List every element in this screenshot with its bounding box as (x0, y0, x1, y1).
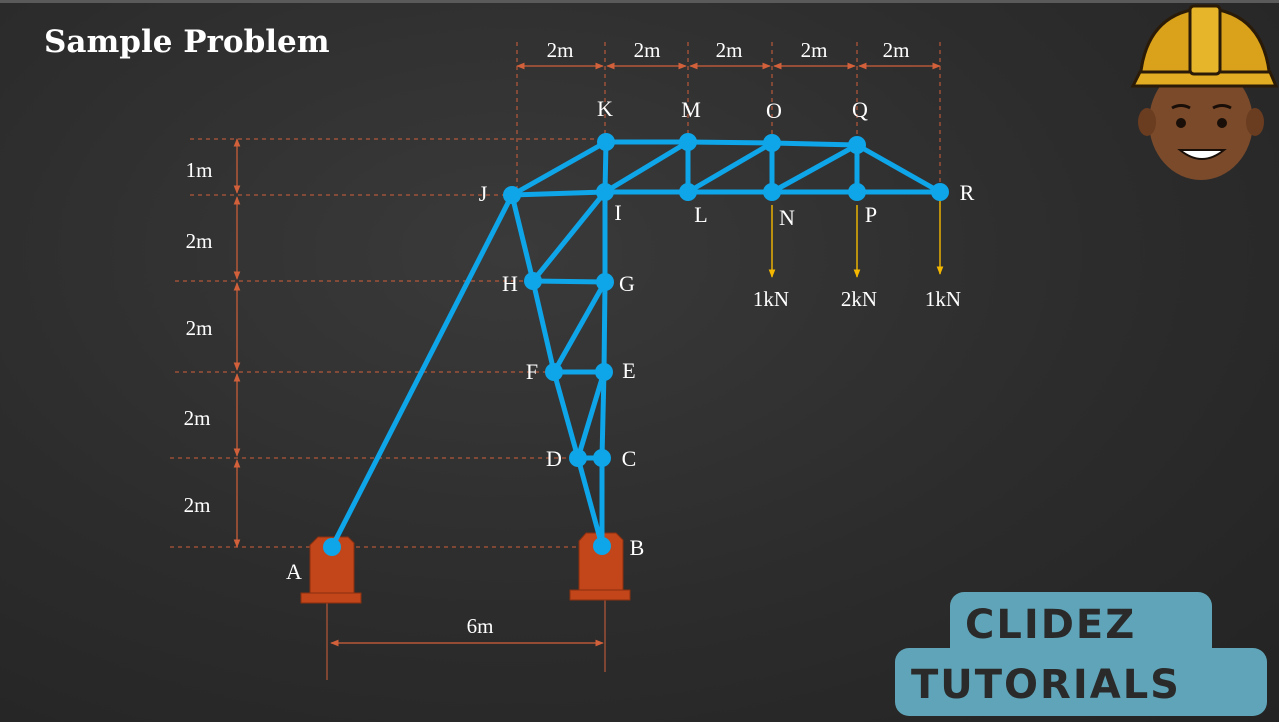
node-label-g: G (619, 271, 635, 296)
node-label-n: N (779, 205, 795, 230)
joint-d (569, 449, 587, 467)
member-jk (509, 139, 609, 198)
dimension-guides (170, 42, 941, 548)
member-fg (551, 279, 608, 375)
node-label-c: C (622, 446, 637, 471)
joint-e (595, 363, 613, 381)
node-label-j: J (479, 181, 488, 206)
member-hi (530, 189, 608, 284)
member-fh (530, 278, 557, 375)
member-bd (575, 455, 605, 549)
node-label-d: D (546, 446, 562, 471)
member-hj (509, 192, 536, 284)
truss-joints (323, 133, 949, 556)
member-mo (685, 139, 775, 146)
node-label-q: Q (852, 97, 868, 122)
worker-avatar-icon (1130, 4, 1279, 180)
member-eg (601, 279, 608, 375)
member-aj (329, 192, 515, 550)
joint-r (931, 183, 949, 201)
node-label-h: H (502, 271, 518, 296)
left-dim-label-3: 2m (186, 316, 213, 340)
top-dim-label-5: 2m (883, 38, 910, 62)
load-label-r: 1kN (925, 287, 961, 311)
node-label-b: B (630, 535, 645, 560)
member-ij (509, 189, 608, 198)
joint-b (593, 537, 611, 555)
joint-k (597, 133, 615, 151)
node-label-k: K (597, 96, 613, 121)
node-label-p: P (865, 202, 877, 227)
node-label-o: O (766, 98, 782, 123)
load-label-p: 2kN (841, 287, 877, 311)
node-label-a: A (286, 559, 302, 584)
brand-bg-bottom (895, 648, 1267, 716)
brand-bg-top (950, 592, 1212, 658)
support-a (300, 536, 362, 604)
node-label-e: E (622, 358, 635, 383)
load-label-n: 1kN (753, 287, 789, 311)
left-dim-label-1: 1m (186, 158, 213, 182)
joint-a (323, 538, 341, 556)
support-guides (326, 600, 606, 680)
joint-g (596, 273, 614, 291)
truss-members (329, 139, 943, 550)
member-nq (769, 142, 860, 195)
top-dim-label-4: 2m (801, 38, 828, 62)
member-gh (530, 278, 608, 285)
top-dim-label-3: 2m (716, 38, 743, 62)
member-lo (685, 140, 775, 195)
joint-c (593, 449, 611, 467)
member-qr (854, 142, 943, 195)
member-de (575, 369, 607, 461)
node-label-r: R (960, 180, 975, 205)
brand-line-2: TUTORIALS (911, 662, 1181, 708)
bottom-dim-label: 6m (467, 614, 494, 638)
joint-f (545, 363, 563, 381)
support-b (569, 532, 631, 601)
brand-logo: CLIDEZ TUTORIALS (895, 592, 1267, 716)
joint-i (596, 183, 614, 201)
page-title: Sample Problem (44, 24, 330, 60)
member-ce (599, 369, 607, 461)
member-im (602, 139, 691, 195)
joint-l (679, 183, 697, 201)
top-border (0, 0, 1279, 3)
member-oq (769, 140, 860, 148)
node-label-f: F (526, 359, 538, 384)
top-dim-label-1: 2m (547, 38, 574, 62)
joint-n (763, 183, 781, 201)
left-dim-label-4: 2m (184, 406, 211, 430)
left-dim-label-5: 2m (184, 493, 211, 517)
joint-m (679, 133, 697, 151)
brand-line-1: CLIDEZ (965, 602, 1137, 648)
joint-p (848, 183, 866, 201)
left-dim-label-2: 2m (186, 229, 213, 253)
joint-o (763, 134, 781, 152)
member-df (551, 369, 581, 461)
node-label-l: L (694, 202, 707, 227)
joint-q (848, 136, 866, 154)
joint-j (503, 186, 521, 204)
node-label-m: M (681, 97, 701, 122)
load-arrows (768, 200, 944, 278)
node-label-i: I (614, 200, 621, 225)
top-dim-label-2: 2m (634, 38, 661, 62)
joint-h (524, 272, 542, 290)
